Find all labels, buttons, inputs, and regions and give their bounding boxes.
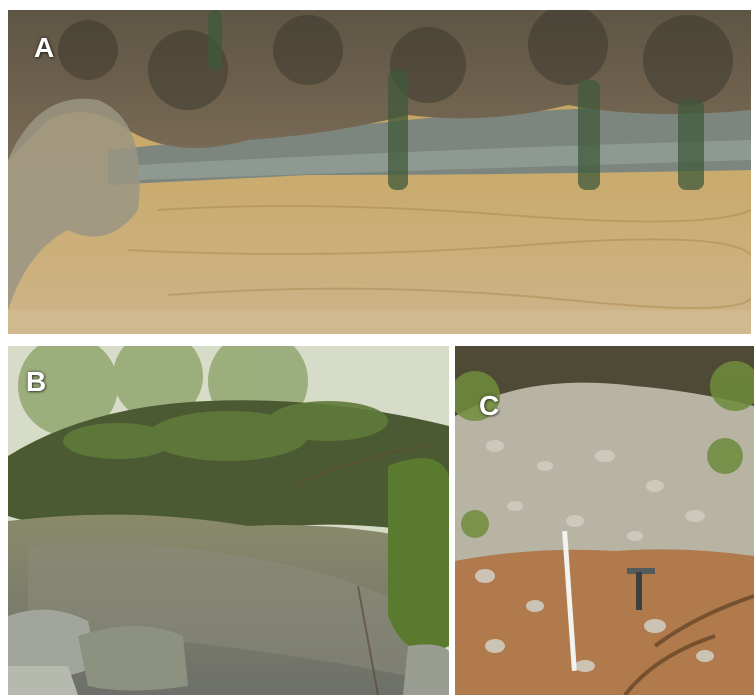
outcrop-photo-a [8,10,751,334]
outcrop-photo-b [8,346,449,695]
outcrop-photo-c [455,346,754,695]
photo-panel-c: C [455,346,754,695]
panel-label-c: C [479,390,500,421]
photo-panel-a: A [8,10,751,334]
panel-label-a: A [34,32,55,63]
panel-label-b: B [26,366,47,397]
photo-panel-b: B [8,346,449,695]
